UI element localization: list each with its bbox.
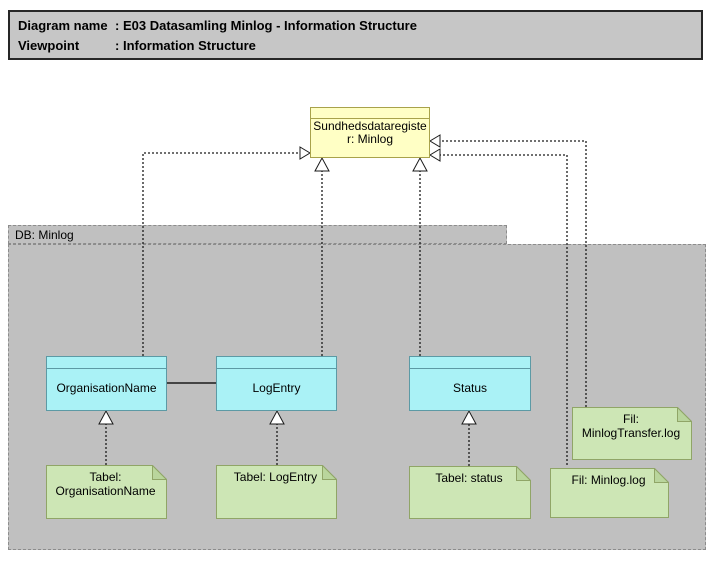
folded-corner-icon [152, 465, 167, 480]
node-header-compartment [311, 108, 429, 119]
node-label: Sundhedsdataregister: Minlog [313, 119, 427, 146]
diagram-name-value: E03 Datasamling Minlog - Information Str… [122, 18, 417, 33]
node-label: Fil: MinlogTransfer.log [581, 412, 681, 440]
note-shape [572, 407, 692, 460]
node-label: Fil: Minlog.log [571, 473, 646, 487]
viewpoint-value: Information Structure [122, 38, 256, 53]
note-shape [46, 465, 167, 519]
node-label: Tabel: status [435, 471, 503, 485]
note-shape [409, 466, 531, 519]
viewpoint-label: Viewpoint [18, 38, 80, 53]
folded-corner-icon [516, 466, 531, 481]
node-tabel-status[interactable]: Tabel: status [409, 466, 531, 519]
note-shape [216, 465, 337, 519]
node-header-compartment [47, 357, 166, 369]
separator: : [115, 18, 120, 33]
node-organisationname[interactable]: OrganisationName [46, 356, 167, 411]
node-sundhedsdataregister-minlog[interactable]: Sundhedsdataregister: Minlog [310, 107, 430, 158]
folded-corner-icon [677, 407, 692, 422]
node-header-compartment [410, 357, 530, 369]
node-tabel-logentry[interactable]: Tabel: LogEntry [216, 465, 337, 519]
hollow-triangle-arrowhead [412, 156, 428, 172]
diagram-name-label: Diagram name [18, 18, 108, 33]
node-header-compartment [217, 357, 336, 369]
hollow-triangle-arrowhead [299, 146, 311, 160]
hollow-triangle-arrowhead [429, 148, 441, 162]
db-minlog-group-label: DB: Minlog [15, 228, 74, 242]
node-label: LogEntry [252, 381, 301, 395]
viewpoint-row: Viewpoint: Information Structure [18, 36, 701, 56]
diagram-title-block: Diagram name: E03 Datasamling Minlog - I… [8, 10, 703, 60]
node-fil-minlog-log[interactable]: Fil: Minlog.log [550, 468, 669, 518]
node-label: OrganisationName [56, 381, 157, 395]
diagram-name-row: Diagram name: E03 Datasamling Minlog - I… [18, 16, 701, 36]
separator: : [115, 38, 120, 53]
node-fil-minlogtransfer-log[interactable]: Fil: MinlogTransfer.log [572, 407, 692, 460]
node-logentry[interactable]: LogEntry [216, 356, 337, 411]
hollow-triangle-arrowhead [314, 156, 330, 172]
node-tabel-organisationname[interactable]: Tabel: OrganisationName [46, 465, 167, 519]
folded-corner-icon [654, 468, 669, 483]
node-label: Tabel: LogEntry [233, 470, 318, 484]
folded-corner-icon [322, 465, 337, 480]
db-minlog-group-tab[interactable]: DB: Minlog [8, 225, 507, 244]
note-shape [550, 468, 669, 518]
hollow-triangle-arrowhead [429, 134, 441, 148]
node-status[interactable]: Status [409, 356, 531, 411]
node-label: Tabel: OrganisationName [55, 470, 156, 498]
node-label: Status [452, 381, 488, 395]
